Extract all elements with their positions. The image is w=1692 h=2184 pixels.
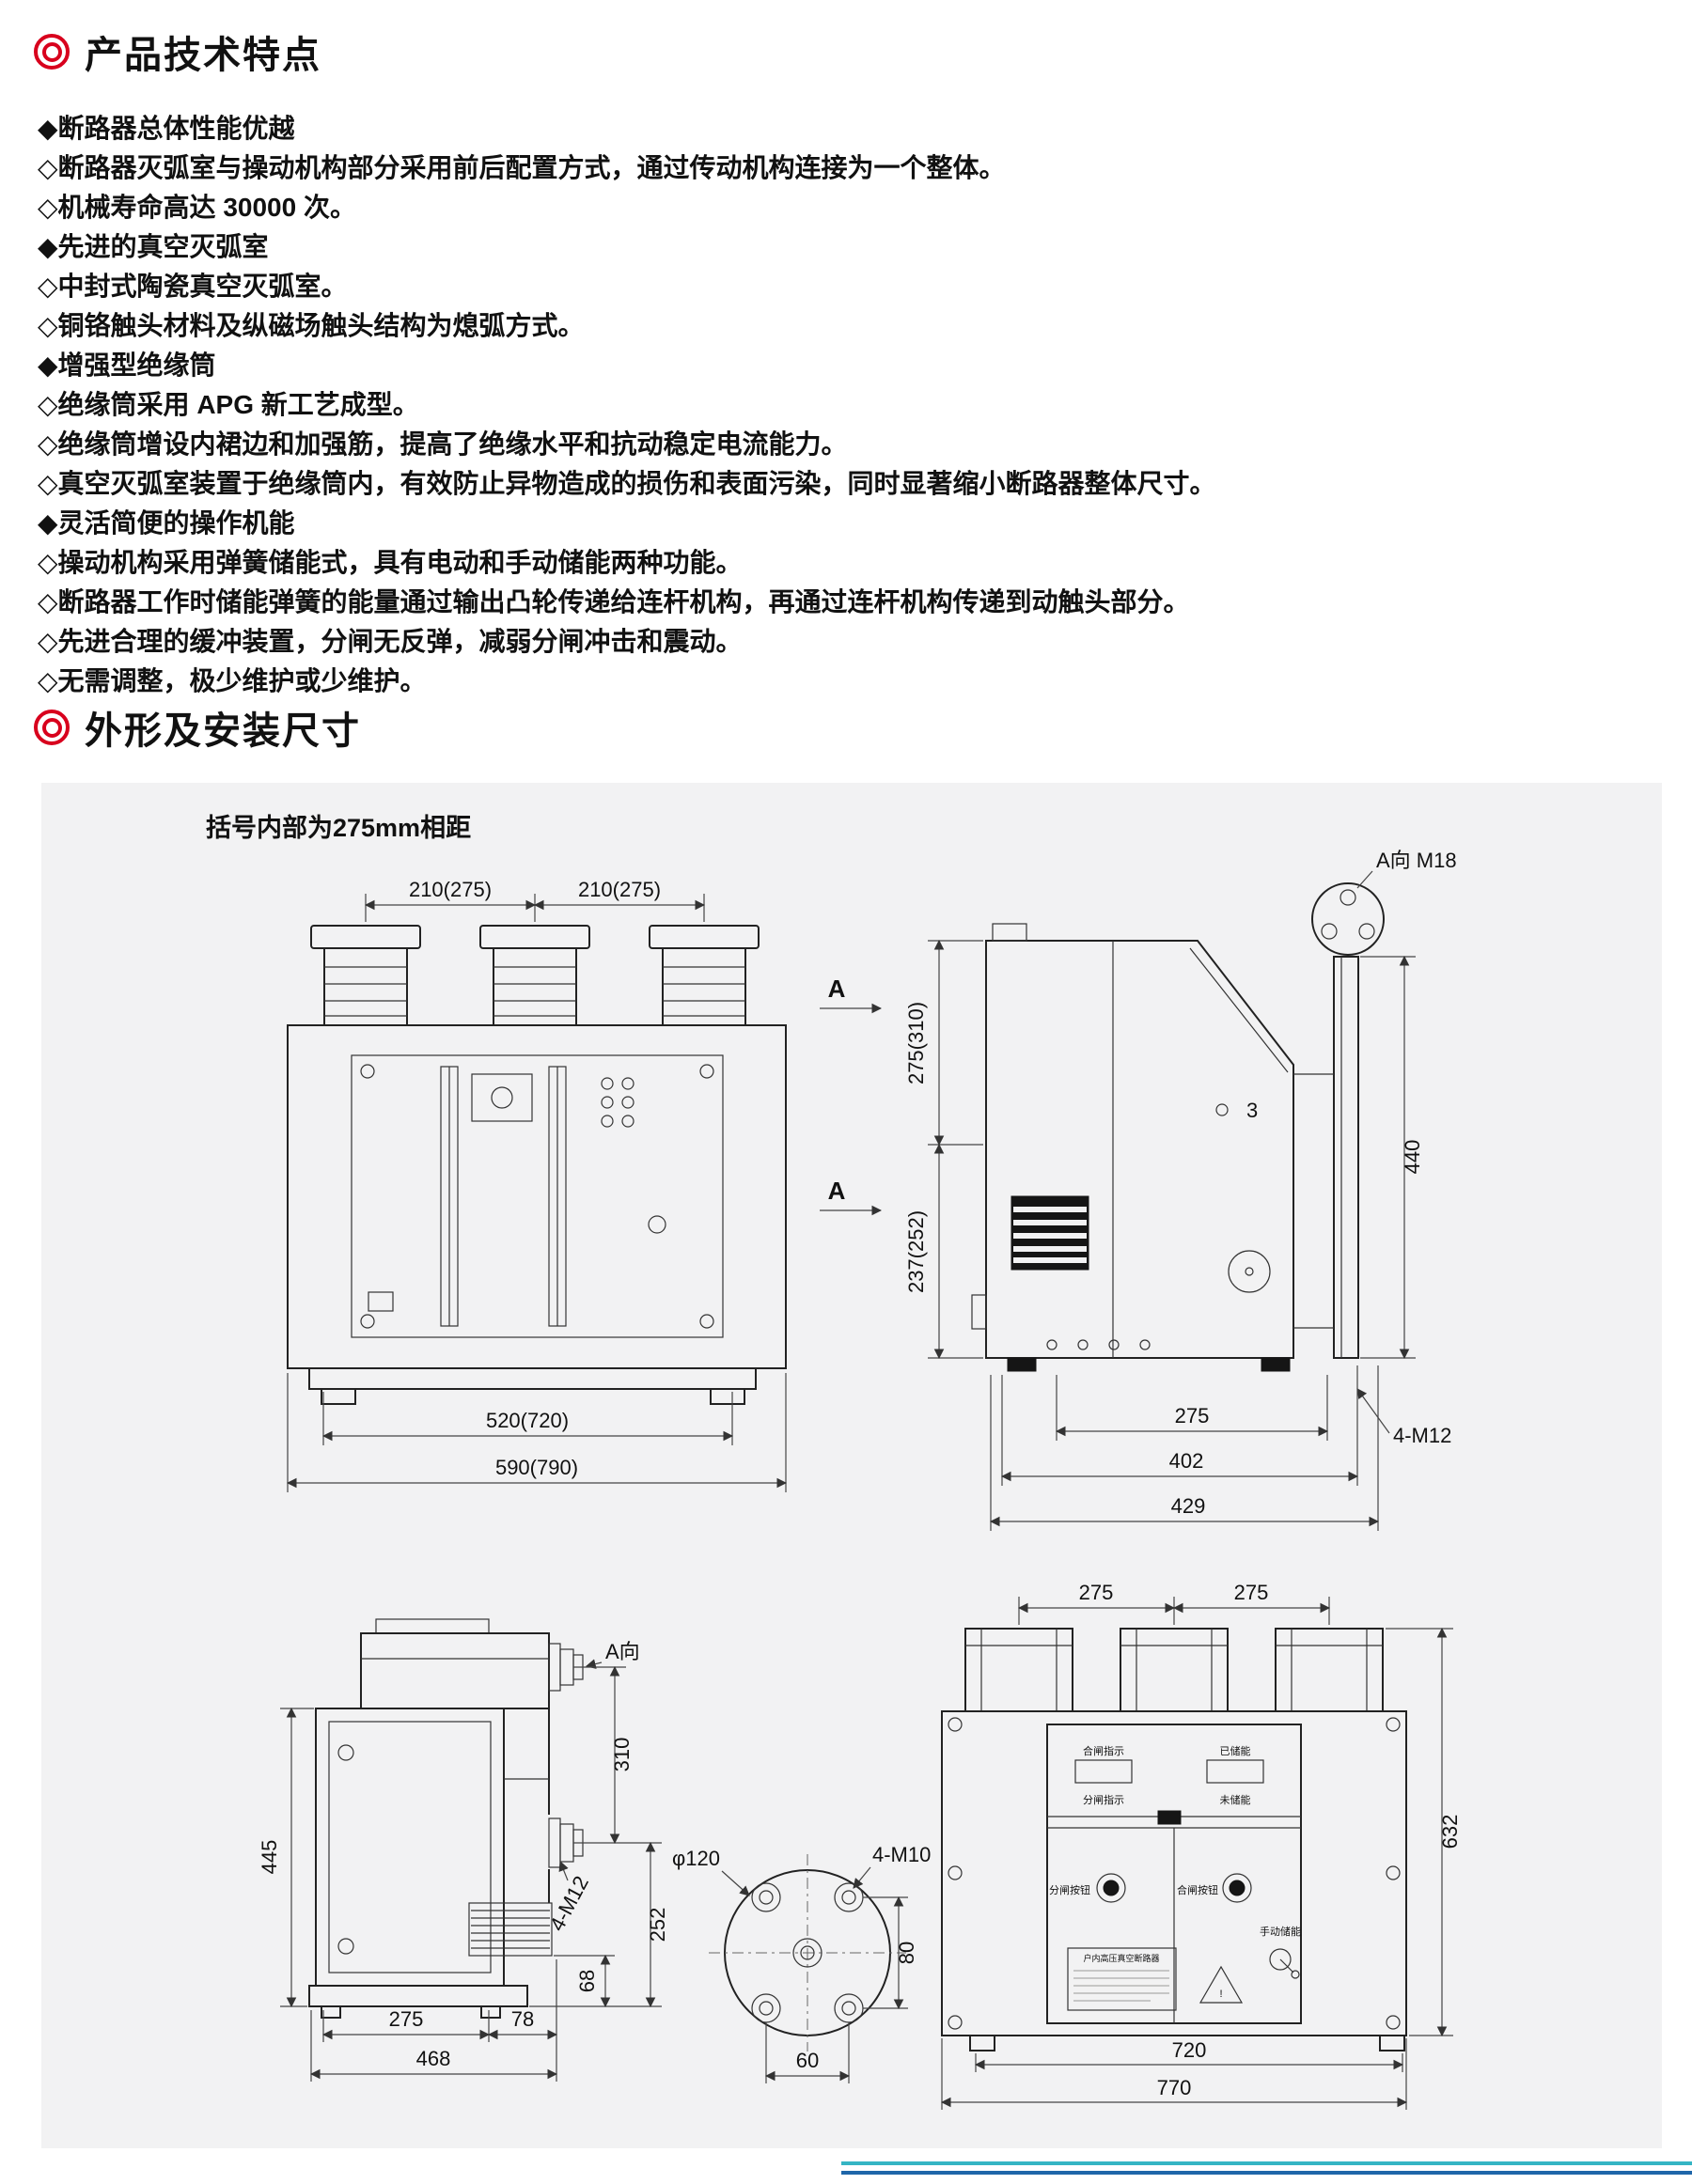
closed-indicator-label: 合闸指示	[1083, 1744, 1124, 1757]
feature-item: ◇铜铬触头材料及纵磁场触头结构为熄弧方式。	[38, 311, 585, 340]
dim-632: 632	[1438, 1815, 1462, 1849]
feature-item: ◆先进的真空灭弧室	[38, 232, 269, 261]
dim-plate-height: 440	[1401, 1140, 1424, 1175]
dim-770: 770	[1157, 2076, 1192, 2099]
feature-item: ◇绝缘筒增设内裙边和加强筋，提高了绝缘水平和抗动稳定电流能力。	[38, 429, 848, 459]
pole-bushing	[1275, 1628, 1384, 1712]
dim-width-inner: 520(720)	[486, 1409, 569, 1432]
cabinet-rear	[941, 1710, 1407, 2051]
dim-upper-height: 275(310)	[904, 1002, 928, 1084]
open-button-label: 分闸按钮	[1049, 1883, 1090, 1896]
feature-item: ◇先进合理的缓冲装置，分闸无反弹，减弱分闸冲击和震动。	[38, 627, 743, 656]
dim-429: 429	[1171, 1494, 1206, 1518]
feature-item: ◇操动机构采用弹簧储能式，具有电动和手动储能两种功能。	[38, 548, 743, 577]
dimension-drawings-panel: 括号内部为275mm相距 210(275) 210(275)	[41, 783, 1662, 2148]
pole-bushing	[310, 925, 421, 1026]
rear-view-drawing: 275 275	[940, 1581, 1462, 2110]
flange-detail-drawing: φ120 4-M10 80 60	[672, 1843, 931, 2083]
dim-310: 310	[610, 1738, 634, 1772]
section-label-a-bottom: A	[828, 1177, 846, 1205]
dim-width-outer: 590(790)	[495, 1456, 578, 1479]
footer-accent-line-teal	[841, 2161, 1692, 2165]
double-circle-icon	[34, 34, 70, 70]
detail-a-label: A向 M18	[1376, 849, 1457, 872]
view-direction-label: A向	[605, 1640, 640, 1663]
dim-78: 78	[511, 2007, 534, 2031]
dim-60: 60	[796, 2049, 819, 2072]
dim-275: 275	[389, 2007, 424, 2031]
open-indicator-label: 分闸指示	[1083, 1793, 1124, 1806]
manual-charge-label: 手动储能	[1260, 1925, 1301, 1938]
pole-bushing	[479, 925, 590, 1026]
side-view-drawing: A A A向 M18 3	[820, 849, 1457, 1531]
dim-lower-height: 237(252)	[904, 1210, 928, 1293]
feature-item: ◇机械寿命高达 30000 次。	[38, 193, 356, 222]
pole-bushing	[1120, 1628, 1229, 1712]
feature-item: ◆灵活简便的操作机能	[38, 508, 295, 538]
dim-pole-pitch-right: 275	[1234, 1581, 1269, 1604]
hole-count-label: 3	[1246, 1099, 1258, 1122]
dim-402: 402	[1169, 1449, 1204, 1473]
bolt-spec-label: 4-M10	[872, 1843, 931, 1866]
dim-252: 252	[646, 1908, 669, 1942]
control-panel: 合闸指示 已储能 分闸指示 未储能 分闸按钮 合闸按钮 手动储能 户内高压真空断…	[1046, 1724, 1302, 2024]
feature-item: ◆增强型绝缘筒	[38, 351, 216, 380]
feature-list: ◆断路器总体性能优越 ◇断路器灭弧室与操动机构部分采用前后配置方式，通过传动机构…	[38, 109, 1654, 701]
bolt-spec-label: 4-M12	[1393, 1424, 1451, 1447]
feature-item: ◇绝缘筒采用 APG 新工艺成型。	[38, 390, 419, 419]
close-button-label: 合闸按钮	[1177, 1883, 1218, 1896]
section-header-features: 产品技术特点	[34, 24, 321, 79]
dim-diameter-120: φ120	[672, 1847, 720, 1870]
warning-triangle-icon	[1198, 1965, 1244, 2004]
pole-bushing	[964, 1628, 1073, 1712]
footer-accent-line-blue	[841, 2171, 1692, 2175]
charged-indicator-label: 已储能	[1220, 1744, 1251, 1757]
feature-item: ◇断路器灭弧室与操动机构部分采用前后配置方式，通过传动机构连接为一个整体。	[38, 153, 1006, 182]
drawing-note: 括号内部为275mm相距	[206, 814, 472, 842]
front-view-drawing: 210(275) 210(275)	[286, 878, 788, 1492]
breaker-left-profile	[308, 1618, 584, 2019]
dim-68: 68	[575, 1970, 599, 1992]
feature-item: ◇真空灭弧室装置于绝缘筒内，有效防止异物造成的损伤和表面污染，同时显著缩小断路器…	[38, 469, 1216, 498]
breaker-side-profile: 3	[971, 923, 1359, 1372]
nameplate-title: 户内高压真空断路器	[1083, 1953, 1159, 1963]
detail-a-view: A向 M18	[1311, 849, 1457, 956]
section-header-dimensions: 外形及安装尺寸	[34, 700, 361, 755]
double-circle-icon	[34, 710, 70, 745]
feature-item: ◇无需调整，极少维护或少维护。	[38, 666, 427, 695]
feature-item: ◇断路器工作时储能弹簧的能量通过输出凸轮传递给连杆机构，再通过连杆机构传递到动触…	[38, 587, 1190, 616]
dimensions-title: 外形及安装尺寸	[85, 710, 361, 752]
warning-mark: !	[1219, 1989, 1222, 2000]
dim-pole-pitch-left: 275	[1079, 1581, 1114, 1604]
technical-drawings: 210(275) 210(275)	[258, 849, 1462, 2110]
dim-275: 275	[1175, 1404, 1210, 1427]
pole-bushing	[649, 925, 760, 1026]
page-title: 产品技术特点	[85, 35, 321, 76]
section-label-a-top: A	[828, 975, 846, 1003]
dim-80: 80	[895, 1942, 918, 1964]
left-side-view-drawing: A向 445 310 4-M12 252 68	[258, 1618, 669, 2082]
dim-pole-pitch-right: 210(275)	[578, 878, 661, 901]
dim-720: 720	[1172, 2038, 1207, 2062]
dim-445: 445	[258, 1840, 281, 1875]
cabinet-front	[287, 1024, 787, 1405]
feature-item: ◇中封式陶瓷真空灭弧室。	[38, 272, 348, 301]
feature-item: ◆断路器总体性能优越	[38, 114, 295, 143]
dim-pole-pitch-left: 210(275)	[409, 878, 492, 901]
discharged-indicator-label: 未储能	[1220, 1793, 1251, 1806]
dim-468: 468	[416, 2047, 451, 2070]
